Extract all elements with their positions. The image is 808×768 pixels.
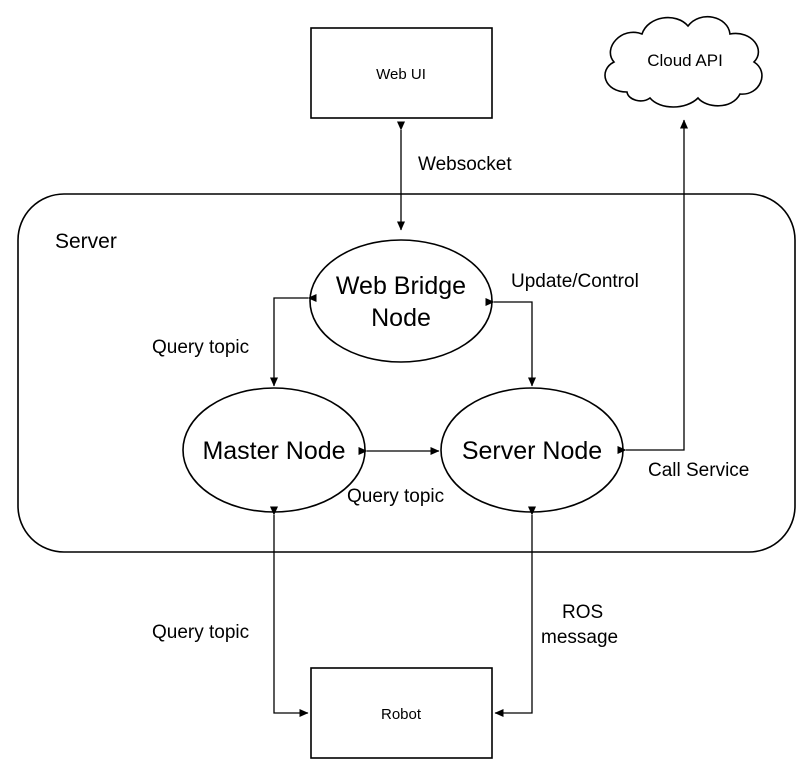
- edge-webbridge-master: [270, 294, 317, 387]
- web-ui-label: Web UI: [376, 66, 426, 83]
- web-bridge-node-label-line2: Node: [371, 304, 431, 332]
- edge-label-ros-message-line2: message: [541, 627, 618, 648]
- web-bridge-node: [309, 239, 493, 363]
- server-label: Server: [55, 230, 117, 253]
- cloud-api-label: Cloud API: [647, 51, 723, 70]
- edge-master-robot: [270, 506, 309, 717]
- edge-label-query-topic-master-server: Query topic: [347, 486, 444, 507]
- edge-servernode-robot: [494, 506, 536, 717]
- edge-label-query-topic-bridge-master: Query topic: [152, 337, 249, 358]
- edge-label-websocket: Websocket: [418, 154, 512, 175]
- edge-webbridge-servernode: [485, 298, 536, 387]
- edge-servernode-cloudapi: [617, 119, 688, 454]
- robot-box: [310, 667, 493, 759]
- edge-label-update-control: Update/Control: [511, 271, 639, 292]
- server-node-label: Server Node: [462, 437, 602, 465]
- web-bridge-node-label-line1: Web Bridge: [336, 272, 466, 300]
- edge-label-call-service: Call Service: [648, 460, 749, 481]
- robot-label: Robot: [381, 706, 422, 723]
- web-ui-box: [310, 27, 493, 119]
- edge-label-ros-message-line1: ROS: [562, 602, 603, 623]
- edge-label-query-topic-master-robot: Query topic: [152, 622, 249, 643]
- cloud-api-shape: [604, 16, 763, 108]
- master-node-label: Master Node: [202, 437, 345, 465]
